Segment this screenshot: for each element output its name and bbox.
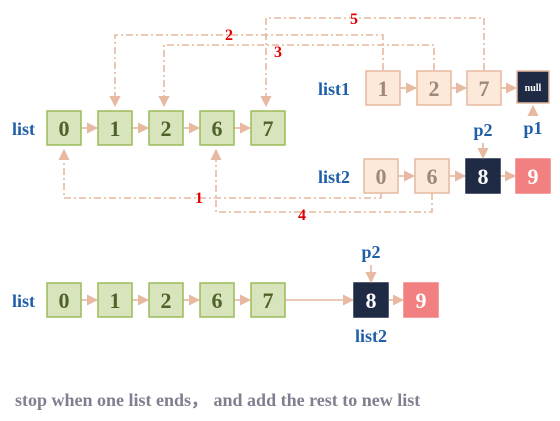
svg-text:9: 9: [416, 288, 427, 313]
dashed-path-step-5: [260, 17, 485, 108]
dashed-path-step-1: [58, 148, 382, 199]
p2-label: p2: [473, 120, 492, 140]
svg-text:1: 1: [378, 76, 389, 101]
list-node: 1: [97, 282, 133, 318]
step-label-3: 3: [274, 44, 282, 61]
list1-node: 1: [365, 70, 401, 106]
step-label-2: 2: [225, 27, 233, 44]
svg-text:6: 6: [427, 164, 438, 189]
bottom-node-dark: 8: [353, 282, 389, 318]
svg-text:2: 2: [161, 116, 172, 141]
p1-label: p1: [523, 118, 542, 138]
svg-text:0: 0: [376, 164, 387, 189]
top-list-label: list: [12, 119, 35, 139]
bottom-list-label: list: [12, 291, 35, 311]
list2-label: list2: [318, 167, 350, 187]
list1-label: list1: [318, 79, 350, 99]
list-node: 2: [148, 110, 184, 146]
null-node: null: [516, 70, 550, 104]
caption-text: stop when one list ends， and add the res…: [15, 390, 421, 410]
list1-node: 2: [416, 70, 452, 106]
list-node: 6: [199, 282, 235, 318]
list1-nodes: 1 2 7 null: [365, 70, 550, 106]
svg-text:1: 1: [110, 116, 121, 141]
list2-node-dark: 8: [465, 158, 501, 194]
svg-text:6: 6: [212, 288, 223, 313]
list2-node: 6: [414, 158, 450, 194]
svg-text:null: null: [525, 83, 542, 94]
svg-text:1: 1: [110, 288, 121, 313]
svg-text:0: 0: [59, 116, 70, 141]
dashed-path-step-2: [109, 34, 384, 108]
list2-node: 0: [363, 158, 399, 194]
top-list-nodes: 0 1 2 6 7: [46, 110, 286, 146]
list-node: 2: [148, 282, 184, 318]
bottom-list2-label: list2: [355, 326, 387, 346]
svg-text:7: 7: [263, 116, 274, 141]
dashed-connections: [58, 17, 485, 213]
svg-text:8: 8: [478, 164, 489, 189]
dashed-path-step-4: [210, 148, 433, 213]
step-label-4: 4: [298, 207, 306, 224]
svg-text:9: 9: [528, 164, 539, 189]
svg-text:7: 7: [263, 288, 274, 313]
list2-nodes: 0 6 8 9: [363, 158, 551, 194]
list-node: 0: [46, 110, 82, 146]
svg-text:8: 8: [366, 288, 377, 313]
list2-node-red: 9: [515, 158, 551, 194]
list-node: 0: [46, 282, 82, 318]
svg-text:6: 6: [212, 116, 223, 141]
bottom-list-nodes: 0 1 2 6 7 8 9: [46, 282, 439, 318]
list-node: 7: [250, 110, 286, 146]
bottom-node-red: 9: [403, 282, 439, 318]
svg-text:2: 2: [429, 76, 440, 101]
svg-text:0: 0: [59, 288, 70, 313]
list-node: 7: [250, 282, 286, 318]
step-labels: 1 2 3 4 5: [195, 11, 358, 224]
step-label-1: 1: [195, 190, 203, 207]
svg-text:7: 7: [479, 76, 490, 101]
bottom-p2-label: p2: [361, 242, 380, 262]
dashed-path-step-3: [158, 44, 435, 108]
list-node: 6: [199, 110, 235, 146]
svg-text:2: 2: [161, 288, 172, 313]
list-node: 1: [97, 110, 133, 146]
list1-node: 7: [466, 70, 502, 106]
step-label-5: 5: [350, 11, 358, 28]
